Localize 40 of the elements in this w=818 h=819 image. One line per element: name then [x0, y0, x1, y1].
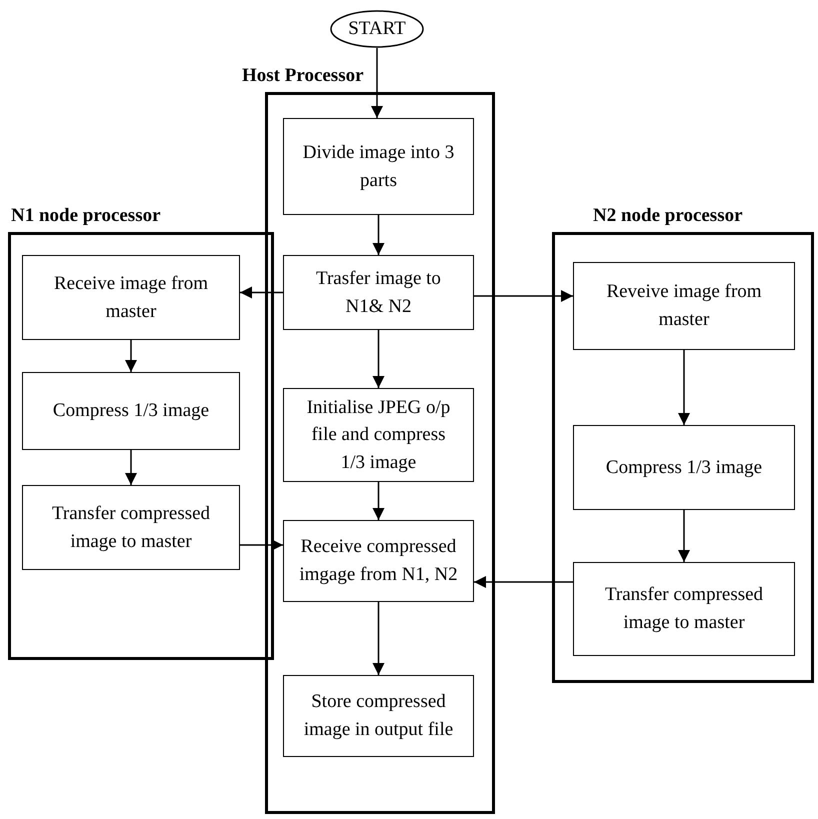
process-box	[573, 262, 795, 350]
process-label: Receive compressed imgage from N1, N2	[298, 535, 459, 587]
process-label: Compress 1/3 image	[606, 456, 762, 480]
process-box	[283, 255, 474, 330]
process-label: Transfer compressed image to master	[604, 583, 764, 635]
process-box	[283, 675, 474, 757]
arrow	[371, 48, 383, 118]
process-label: Initialise JPEG o/p file and compress 1/3 image	[306, 396, 452, 475]
start-terminal	[330, 10, 424, 48]
arrow	[678, 510, 690, 562]
arrow	[372, 482, 384, 520]
container-heading: N2 node processor	[593, 205, 743, 227]
process-label: Transfer compressed image to master	[50, 502, 212, 554]
arrow	[474, 290, 573, 302]
arrow	[372, 215, 384, 255]
process-label: Reveive image from master	[605, 280, 763, 332]
process-box	[22, 485, 240, 570]
arrow	[240, 539, 283, 551]
container-heading: Host Processor	[242, 65, 364, 87]
process-box	[283, 118, 474, 215]
process-box	[573, 425, 795, 510]
process-label: Receive image from master	[52, 272, 210, 324]
arrow	[372, 330, 384, 388]
arrow	[474, 576, 573, 588]
arrow	[240, 286, 283, 298]
process-label: Divide image into 3 parts	[302, 140, 456, 192]
process-box	[573, 562, 795, 656]
terminal-label: START	[348, 18, 406, 40]
process-box	[283, 520, 474, 602]
process-label: Compress 1/3 image	[52, 399, 210, 424]
container-heading: N1 node processor	[11, 205, 161, 227]
process-box	[22, 255, 240, 340]
process-box	[22, 372, 240, 450]
arrow	[125, 340, 137, 372]
arrow	[372, 602, 384, 675]
process-label: Store compressed image in output file	[302, 690, 454, 742]
arrow	[678, 350, 690, 425]
process-label: Trasfer image to N1& N2	[315, 266, 442, 318]
process-box	[283, 388, 474, 482]
arrow	[125, 450, 137, 485]
